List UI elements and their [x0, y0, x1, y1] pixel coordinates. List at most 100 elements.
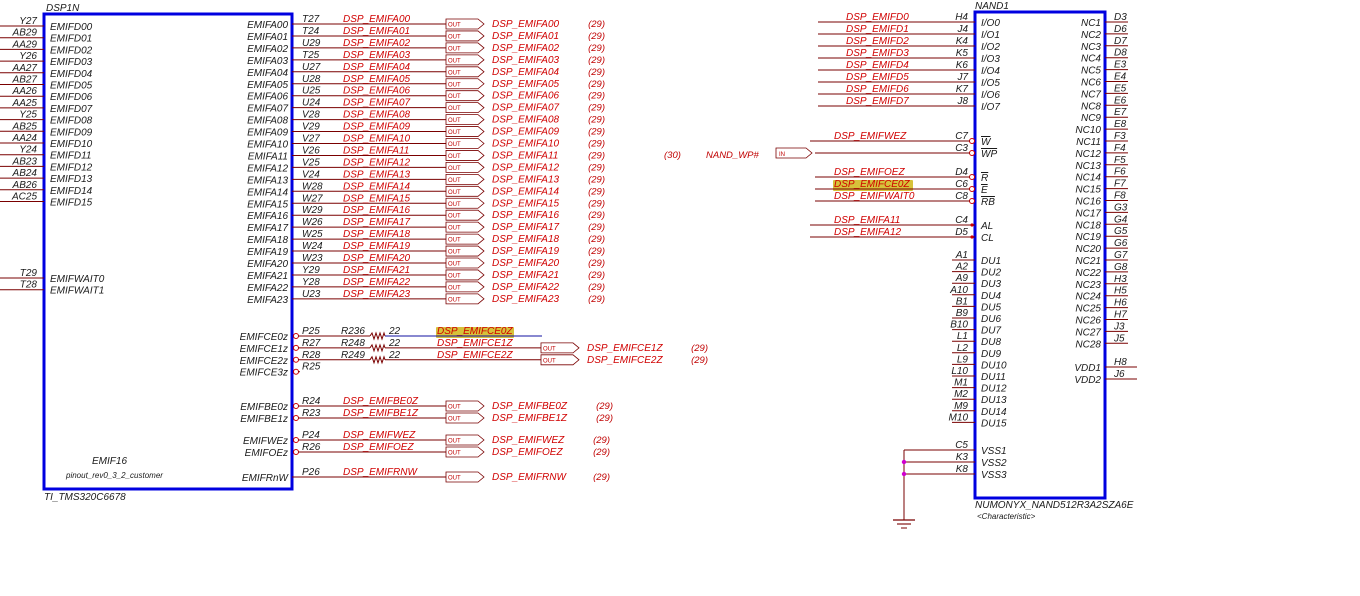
dsp-pin-number: T27 — [302, 14, 320, 25]
nand-pin-name: NC15 — [1075, 185, 1101, 196]
nand-pin-number: D3 — [1114, 12, 1127, 23]
ce-inversion-bubble — [293, 333, 299, 339]
nand-pin-name: DU4 — [981, 291, 1001, 302]
nand-pin-number: C7 — [955, 131, 968, 142]
offpage-page-ref: (29) — [588, 198, 605, 209]
offpage-page-ref: (29) — [588, 127, 605, 138]
offpage-net-label: DSP_EMIFA22 — [492, 282, 559, 293]
out-buffer-label: OUT — [448, 273, 461, 279]
offpage-net-label: DSP_EMIFOEZ — [492, 447, 563, 458]
out-buffer-label: OUT — [448, 285, 461, 291]
out-buffer: OUT — [445, 150, 485, 161]
nand-pin-name: DU11 — [981, 372, 1006, 383]
dsp-pin-number: U27 — [302, 62, 321, 73]
offpage-page-ref: (29) — [588, 234, 605, 245]
dsp-pin-number: T28 — [20, 280, 38, 291]
offpage-net-label: DSP_EMIFA11 — [492, 150, 558, 161]
dsp-pin-number: P24 — [302, 430, 320, 441]
nand-pin-number: D8 — [1114, 48, 1127, 59]
out-buffer-label: OUT — [448, 46, 461, 52]
dsp-pin-name: EMIFCE1z — [240, 344, 288, 355]
net-label: DSP_EMIFWEZ — [834, 131, 907, 142]
nand-pin-name: NC1 — [1081, 18, 1101, 29]
in-port-label: IN — [779, 152, 785, 158]
out-buffer-shape — [445, 446, 485, 458]
resistor-refdes: R248 — [341, 338, 365, 349]
nand-inversion-bubble — [969, 138, 975, 144]
dsp-pin-name: EMIFA07 — [247, 104, 288, 115]
net-label: DSP_EMIFA21 — [343, 265, 410, 276]
dsp-pin-number: AA24 — [12, 133, 38, 144]
net-label: DSP_EMIFCE2Z — [437, 350, 513, 361]
offpage-net-label: DSP_EMIFA01 — [492, 31, 559, 42]
dsp-pin-number: W23 — [302, 253, 323, 264]
net-label: DSP_EMIFD7 — [846, 96, 909, 107]
nand-pin-number: M2 — [954, 389, 968, 400]
offpage-net-label: DSP_EMIFA06 — [492, 91, 559, 102]
dsp-pin-number: V27 — [302, 134, 320, 145]
net-label: DSP_EMIFD4 — [846, 60, 909, 71]
offpage-page-ref: (29) — [588, 55, 605, 66]
net-label: DSP_EMIFOEZ — [834, 167, 905, 178]
out-buffer-shape — [445, 281, 485, 293]
nand-pin-number: F5 — [1114, 155, 1126, 166]
offpage-net-label: DSP_EMIFA16 — [492, 210, 559, 221]
dsp-pin-number: W24 — [302, 241, 323, 252]
out-buffer: OUT — [445, 42, 485, 54]
nand-pin-number: J6 — [1113, 369, 1125, 380]
out-buffer-shape — [445, 257, 485, 269]
out-buffer-label: OUT — [448, 106, 461, 112]
net-label: DSP_EMIFBE1Z — [343, 408, 419, 419]
out-buffer: OUT — [445, 173, 485, 185]
nand-inversion-bubble — [969, 150, 975, 156]
out-buffer: OUT — [445, 245, 485, 257]
out-buffer-shape — [445, 293, 485, 305]
dsp-pin-name: EMIFA20 — [247, 259, 288, 270]
offpage-page-ref: (29) — [588, 103, 605, 114]
nand-pin-number: J5 — [1113, 333, 1125, 344]
dsp-pin-number: AB23 — [12, 156, 38, 167]
offpage-net-label: DSP_EMIFCE2Z — [587, 355, 663, 366]
dsp-pin-name: EMIFA13 — [247, 175, 288, 186]
nand-pin-number: E5 — [1114, 83, 1127, 94]
nand-pin-number: E8 — [1114, 119, 1127, 130]
offpage-page-ref: (29) — [588, 31, 605, 42]
dsp-pin-name: EMIFWEz — [243, 436, 288, 447]
net-label: DSP_EMIFD1 — [846, 24, 909, 35]
nand-pin-name: DU9 — [981, 349, 1001, 360]
out-buffer-shape — [445, 233, 485, 245]
nand-pin-number: L10 — [951, 366, 968, 377]
net-label: DSP_EMIFA07 — [343, 98, 410, 109]
dsp-pin-name: EMIFA15 — [247, 199, 288, 210]
nand-pin-name: NC12 — [1075, 149, 1101, 160]
nand-pin-name: NC11 — [1076, 137, 1101, 148]
nand-pin-name: NC23 — [1075, 280, 1101, 291]
nand-pin-name: NC27 — [1075, 327, 1101, 338]
nand-pin-name: NC25 — [1075, 304, 1101, 315]
offpage-page-ref: (29) — [588, 67, 605, 78]
nand-pin-name: DU14 — [981, 407, 1007, 418]
out-buffer: OUT — [445, 66, 485, 78]
nand-pin-number: G4 — [1114, 214, 1128, 225]
nand-pin-number: C3 — [955, 143, 968, 154]
nand-pin-name: VSS1 — [981, 446, 1007, 457]
offpage-net-label: DSP_EMIFA09 — [492, 127, 559, 138]
nand-pin-number: C4 — [955, 215, 968, 226]
net-label: DSP_EMIFA03 — [343, 50, 410, 61]
be-inversion-bubble — [293, 403, 299, 409]
dsp-pin-name: EMIFD12 — [50, 162, 93, 173]
out-buffer-shape — [540, 342, 580, 354]
nand-pin-name: NC10 — [1075, 125, 1101, 136]
net-label: DSP_EMIFD0 — [846, 12, 909, 23]
offpage-page-ref: (29) — [588, 43, 605, 54]
nand-pin-name: NC18 — [1075, 220, 1101, 231]
nand-pin-number: G7 — [1114, 250, 1128, 261]
nand-pin-name: VDD1 — [1074, 363, 1101, 374]
nand-pin-number: G5 — [1114, 226, 1128, 237]
nand-pin-name: R — [981, 173, 988, 184]
out-buffer-label: OUT — [448, 118, 461, 124]
nand-pin-name: I/O0 — [981, 18, 1000, 29]
offpage-page-ref: (29) — [588, 162, 605, 173]
dsp-pin-number: AB29 — [12, 28, 38, 39]
net-label: DSP_EMIFA18 — [343, 229, 410, 240]
